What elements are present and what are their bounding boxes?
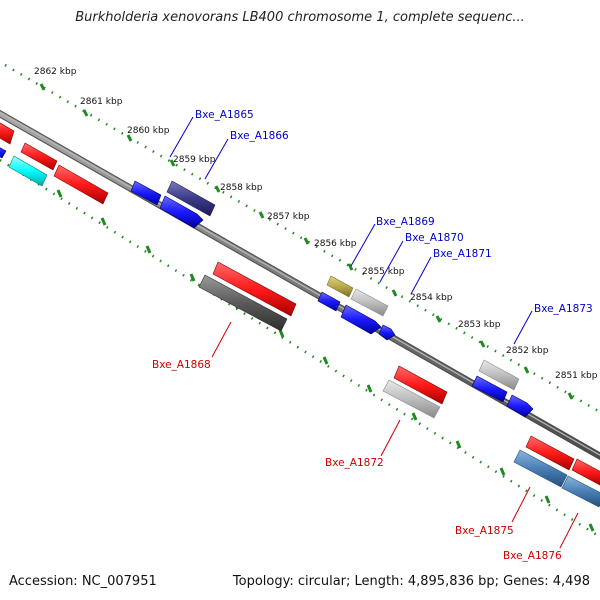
gene-arrow[interactable]: [561, 475, 600, 508]
gene-label[interactable]: Bxe_A1871: [433, 248, 492, 260]
gene-arrow[interactable]: [317, 291, 341, 312]
kbp-label: 2861 kbp: [80, 97, 123, 107]
gene-arrow[interactable]: [0, 145, 7, 159]
gene-arrow[interactable]: [53, 164, 109, 205]
gene-arrow[interactable]: [20, 142, 58, 171]
gene-arrow[interactable]: [525, 435, 575, 471]
major-ticks-upper: [39, 83, 574, 400]
kbp-labels: 2862 kbp 2861 kbp 2860 kbp 2859 kbp 2858…: [34, 67, 598, 381]
gene-arrow[interactable]: [159, 195, 204, 229]
kbp-label: 2855 kbp: [362, 267, 405, 277]
kbp-label: 2852 kbp: [506, 346, 549, 356]
gene-arrow[interactable]: [326, 275, 354, 298]
kbp-label: 2860 kbp: [127, 126, 170, 136]
gene-label[interactable]: Bxe_A1868: [152, 359, 211, 371]
gene-label[interactable]: Bxe_A1876: [503, 550, 562, 562]
gene-arrow[interactable]: [506, 394, 534, 418]
kbp-label: 2858 kbp: [220, 183, 263, 193]
kbp-label: 2853 kbp: [458, 320, 501, 330]
gene-label[interactable]: Bxe_A1872: [325, 457, 384, 469]
gene-label[interactable]: Bxe_A1869: [376, 216, 435, 228]
kbp-label: 2854 kbp: [410, 293, 453, 303]
gene-arrow[interactable]: [513, 449, 568, 488]
gene-label[interactable]: Bxe_A1870: [405, 232, 464, 244]
gene-label[interactable]: Bxe_A1873: [534, 303, 593, 315]
gene-arrow[interactable]: [478, 359, 520, 391]
gene-arrow[interactable]: [471, 375, 508, 403]
gene-arrow[interactable]: [571, 458, 600, 486]
gene-label[interactable]: Bxe_A1866: [230, 130, 289, 142]
gene-label[interactable]: Bxe_A1865: [195, 109, 254, 121]
accession-info: Accession: NC_007951: [9, 574, 157, 589]
gene-arrow[interactable]: [198, 274, 288, 332]
tick-track-upper: [4, 63, 600, 414]
gene-arrow[interactable]: [382, 379, 441, 419]
gene-arrow[interactable]: [350, 288, 389, 317]
gene-arrow[interactable]: [130, 180, 162, 206]
label-leader-lines: [169, 116, 579, 549]
kbp-label: 2856 kbp: [314, 239, 357, 249]
gene-arrow[interactable]: [166, 180, 216, 217]
gene-arrow[interactable]: [8, 155, 48, 187]
kbp-label: 2857 kbp: [267, 212, 310, 222]
gene-arrow[interactable]: [378, 324, 396, 341]
gene-arrow[interactable]: [212, 261, 297, 317]
gene-labels: Bxe_A1865 Bxe_A1866 Bxe_A1868 Bxe_A1869 …: [152, 109, 593, 562]
kbp-label: 2862 kbp: [34, 67, 77, 77]
gene-arrow[interactable]: [0, 120, 15, 145]
topology-info: Topology: circular; Length: 4,895,836 bp…: [232, 574, 590, 589]
kbp-label: 2851 kbp: [555, 371, 598, 381]
gene-label[interactable]: Bxe_A1875: [455, 525, 514, 537]
gene-arrow[interactable]: [393, 365, 448, 405]
kbp-label: 2859 kbp: [173, 155, 216, 165]
map-title: Burkholderia xenovorans LB400 chromosome…: [75, 10, 525, 25]
tick-track-lower: [0, 158, 600, 539]
gene-features: [0, 120, 600, 508]
gene-arrow[interactable]: [340, 304, 382, 335]
